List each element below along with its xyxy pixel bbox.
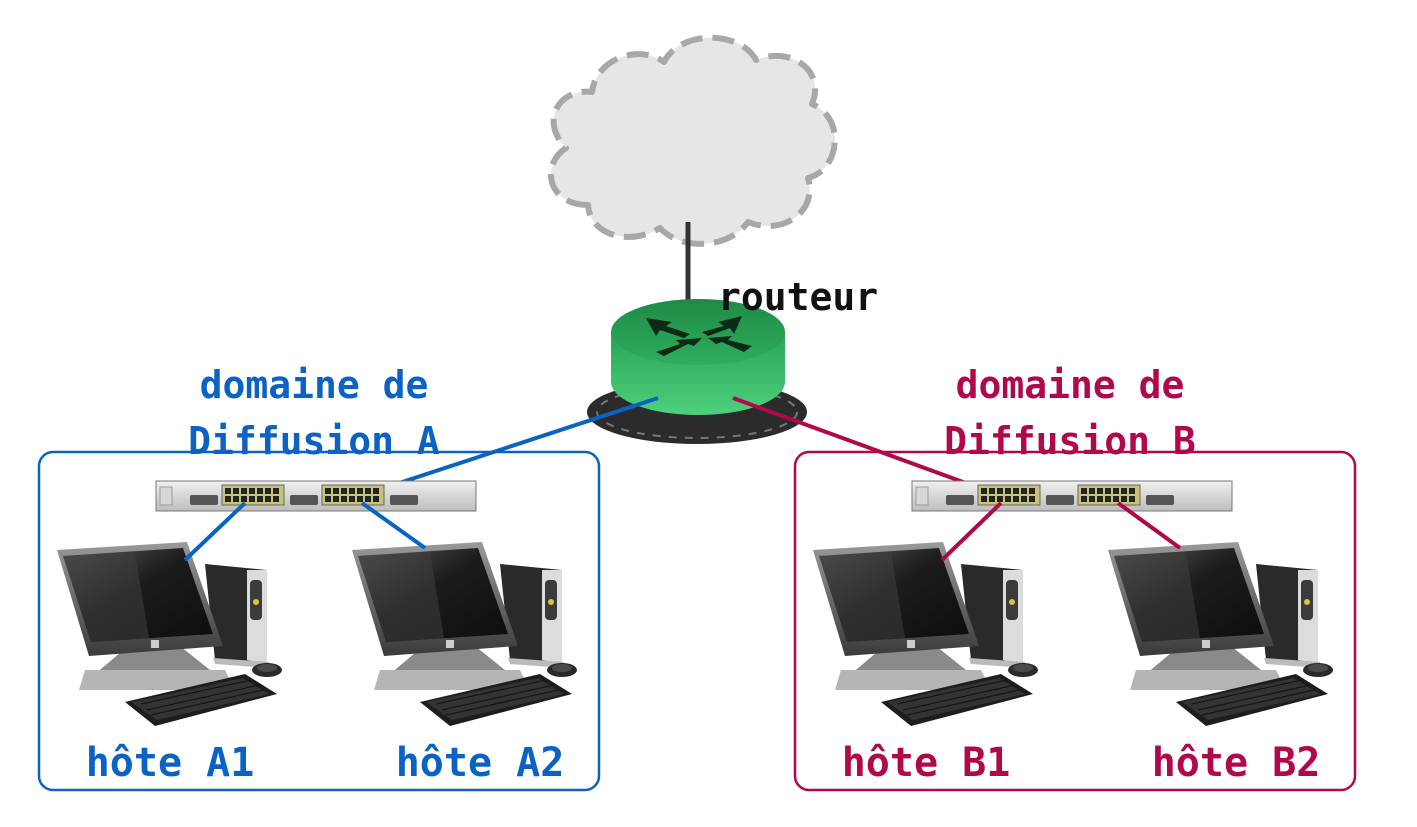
computer-b2-icon xyxy=(1107,541,1334,727)
domain-b-title-line1: domaine de xyxy=(956,363,1185,407)
broadcast-domain-a-box xyxy=(37,450,601,792)
computer-b1-icon xyxy=(812,541,1039,727)
switch-b xyxy=(911,480,1233,512)
domain-a-title-line1: domaine de xyxy=(200,363,429,407)
computer-a1-icon xyxy=(56,541,283,727)
link-router-switch-a xyxy=(377,396,659,492)
host-a2-label: hôte A2 xyxy=(396,740,565,786)
host-b2-label: hôte B2 xyxy=(1152,740,1321,786)
switch-a xyxy=(155,480,477,512)
link-switch-a-host-a1 xyxy=(183,501,247,562)
host-b1-label: hôte B1 xyxy=(842,740,1011,786)
link-router-switch-b xyxy=(732,396,986,492)
router-label: routeur xyxy=(718,275,878,319)
internet-cloud xyxy=(548,34,838,247)
host-a1-label: hôte A1 xyxy=(86,740,255,786)
router-arrows-icon xyxy=(646,316,752,356)
link-switch-a-host-a2 xyxy=(360,501,427,550)
domain-b-title-line2: Diffusion B xyxy=(944,419,1196,463)
router xyxy=(587,299,807,444)
computer-a2-icon xyxy=(351,541,578,727)
link-switch-b-host-b2 xyxy=(1116,501,1182,550)
domain-a-title-line2: Diffusion A xyxy=(188,419,440,463)
link-switch-b-host-b1 xyxy=(940,501,1003,562)
broadcast-domain-b-box xyxy=(793,450,1357,792)
